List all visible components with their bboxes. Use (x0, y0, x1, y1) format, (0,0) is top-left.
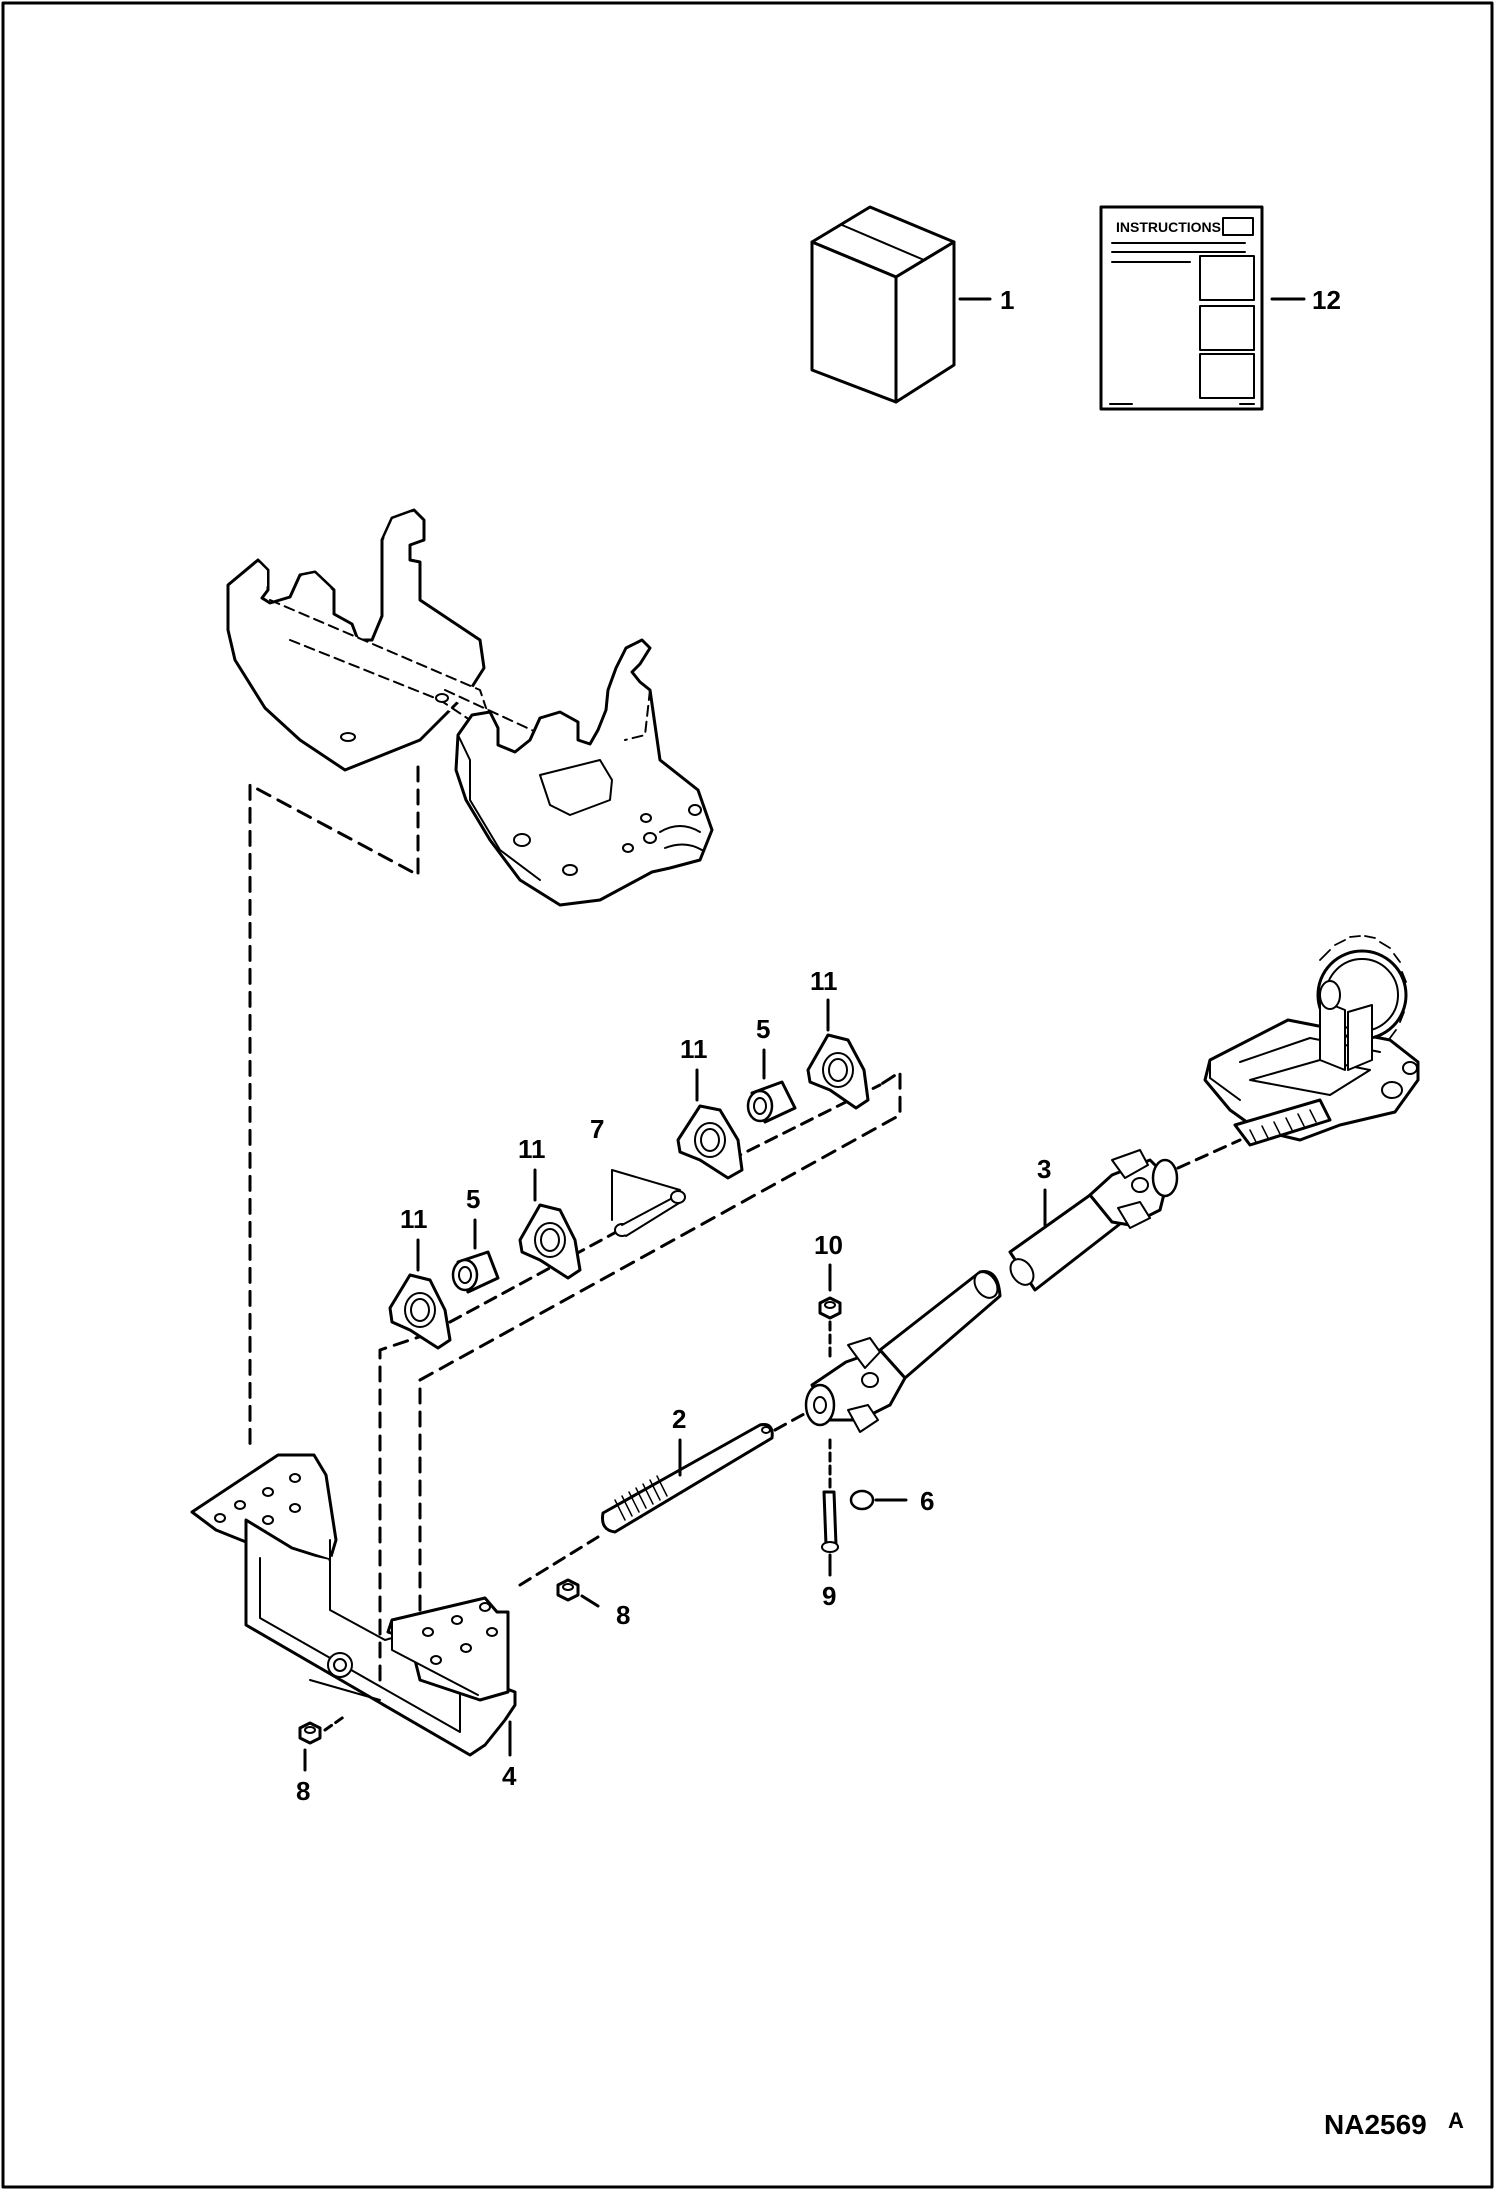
hex-nut-top (818, 1296, 842, 1320)
flange-bearing-1 (388, 1273, 452, 1350)
leader-nut-left-dash (323, 1714, 347, 1732)
retaining-clip (849, 1489, 875, 1511)
instructions-manual (1099, 205, 1264, 411)
leader-shaft-to-yoke (773, 1406, 817, 1432)
callout-5b: 5 (756, 1014, 770, 1044)
guide-bearing-axis-lower (448, 1228, 622, 1324)
callout-3: 3 (1037, 1154, 1051, 1184)
flange-bearing-3 (676, 1104, 744, 1180)
drawing-revision: A (1448, 2108, 1464, 2133)
guide-upper-to-plate (248, 765, 420, 1452)
callout-6: 6 (920, 1486, 934, 1516)
splined-shaft (601, 1423, 774, 1534)
instructions-heading: INSTRUCTIONS (1116, 219, 1221, 235)
leader-8b (580, 1594, 600, 1608)
bearing-insert-2 (746, 1080, 797, 1124)
upper-mount-bracket (226, 508, 714, 907)
callout-10: 10 (814, 1230, 843, 1260)
lower-mount-plate (190, 1453, 517, 1757)
leader-7 (611, 1169, 681, 1221)
callout-1: 1 (1000, 285, 1014, 315)
guide-bearing-upper (418, 1070, 902, 1612)
callout-11b: 11 (518, 1134, 546, 1164)
callout-5a: 5 (466, 1184, 480, 1214)
callout-11a: 11 (400, 1204, 428, 1234)
callout-8a: 8 (296, 1776, 310, 1806)
leader-yoke-to-gearbox (1176, 1138, 1242, 1170)
callout-9: 9 (822, 1581, 836, 1611)
bearing-insert-1 (451, 1250, 500, 1294)
callout-7: 7 (590, 1114, 604, 1144)
callout-2: 2 (672, 1404, 686, 1434)
hex-nut-left (298, 1721, 322, 1745)
kit-box (810, 205, 956, 404)
universal-joint-lower (804, 1337, 907, 1433)
leader-shaft-to-plate (518, 1535, 600, 1587)
gearbox (1203, 935, 1420, 1147)
flange-bearing-4 (806, 1033, 870, 1110)
universal-joint-upper (1088, 1149, 1179, 1229)
flange-bearing-2 (518, 1203, 582, 1280)
hex-nut-right (556, 1578, 580, 1602)
callout-11c: 11 (680, 1034, 708, 1064)
callout-8b: 8 (616, 1600, 630, 1630)
callout-11d: 11 (810, 966, 838, 996)
bolt (821, 1490, 839, 1553)
drawing-id: NA2569 (1324, 2109, 1427, 2140)
driveshaft-lower (878, 1270, 1002, 1380)
callout-12: 12 (1312, 285, 1341, 315)
carriage-bolt (614, 1190, 686, 1237)
callout-4: 4 (502, 1761, 517, 1791)
